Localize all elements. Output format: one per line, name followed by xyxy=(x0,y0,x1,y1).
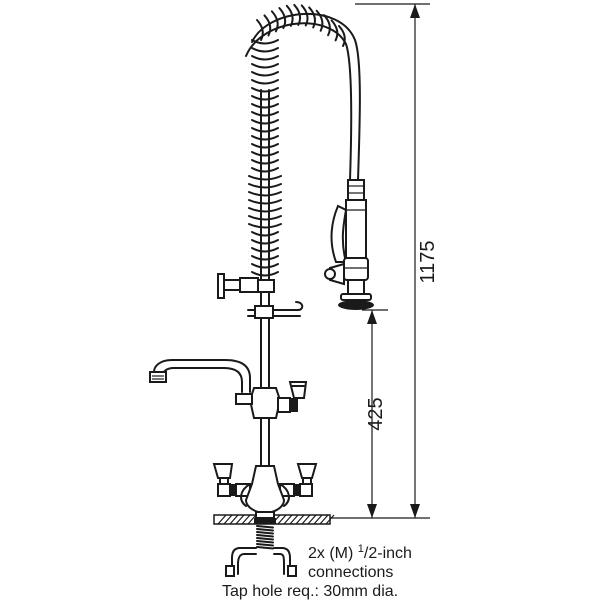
spout-height-label: 425 xyxy=(365,397,387,430)
overall-height-label: 1175 xyxy=(417,240,439,283)
spray-holder-hook xyxy=(247,301,304,319)
wall-bracket xyxy=(217,273,275,299)
shank-and-tails xyxy=(225,511,297,577)
hose xyxy=(245,12,361,181)
spray-valve xyxy=(324,179,374,310)
connection-notes: 2x (M) 1/2-inch connections Tap hole req… xyxy=(222,543,412,600)
tap-hole-note: Tap hole req.: 30mm dia. xyxy=(222,583,398,600)
spout-height-dimension: 425 xyxy=(362,309,388,518)
overall-height-dimension: 1175 xyxy=(355,3,439,518)
spout-valve xyxy=(235,381,308,419)
connections-line-1: 2x (M) 1/2-inch xyxy=(308,543,412,562)
mixing-valve xyxy=(212,463,318,513)
pre-rinse-spring xyxy=(248,3,346,277)
connections-line-2: connections xyxy=(308,564,393,581)
swing-spout xyxy=(149,359,251,393)
